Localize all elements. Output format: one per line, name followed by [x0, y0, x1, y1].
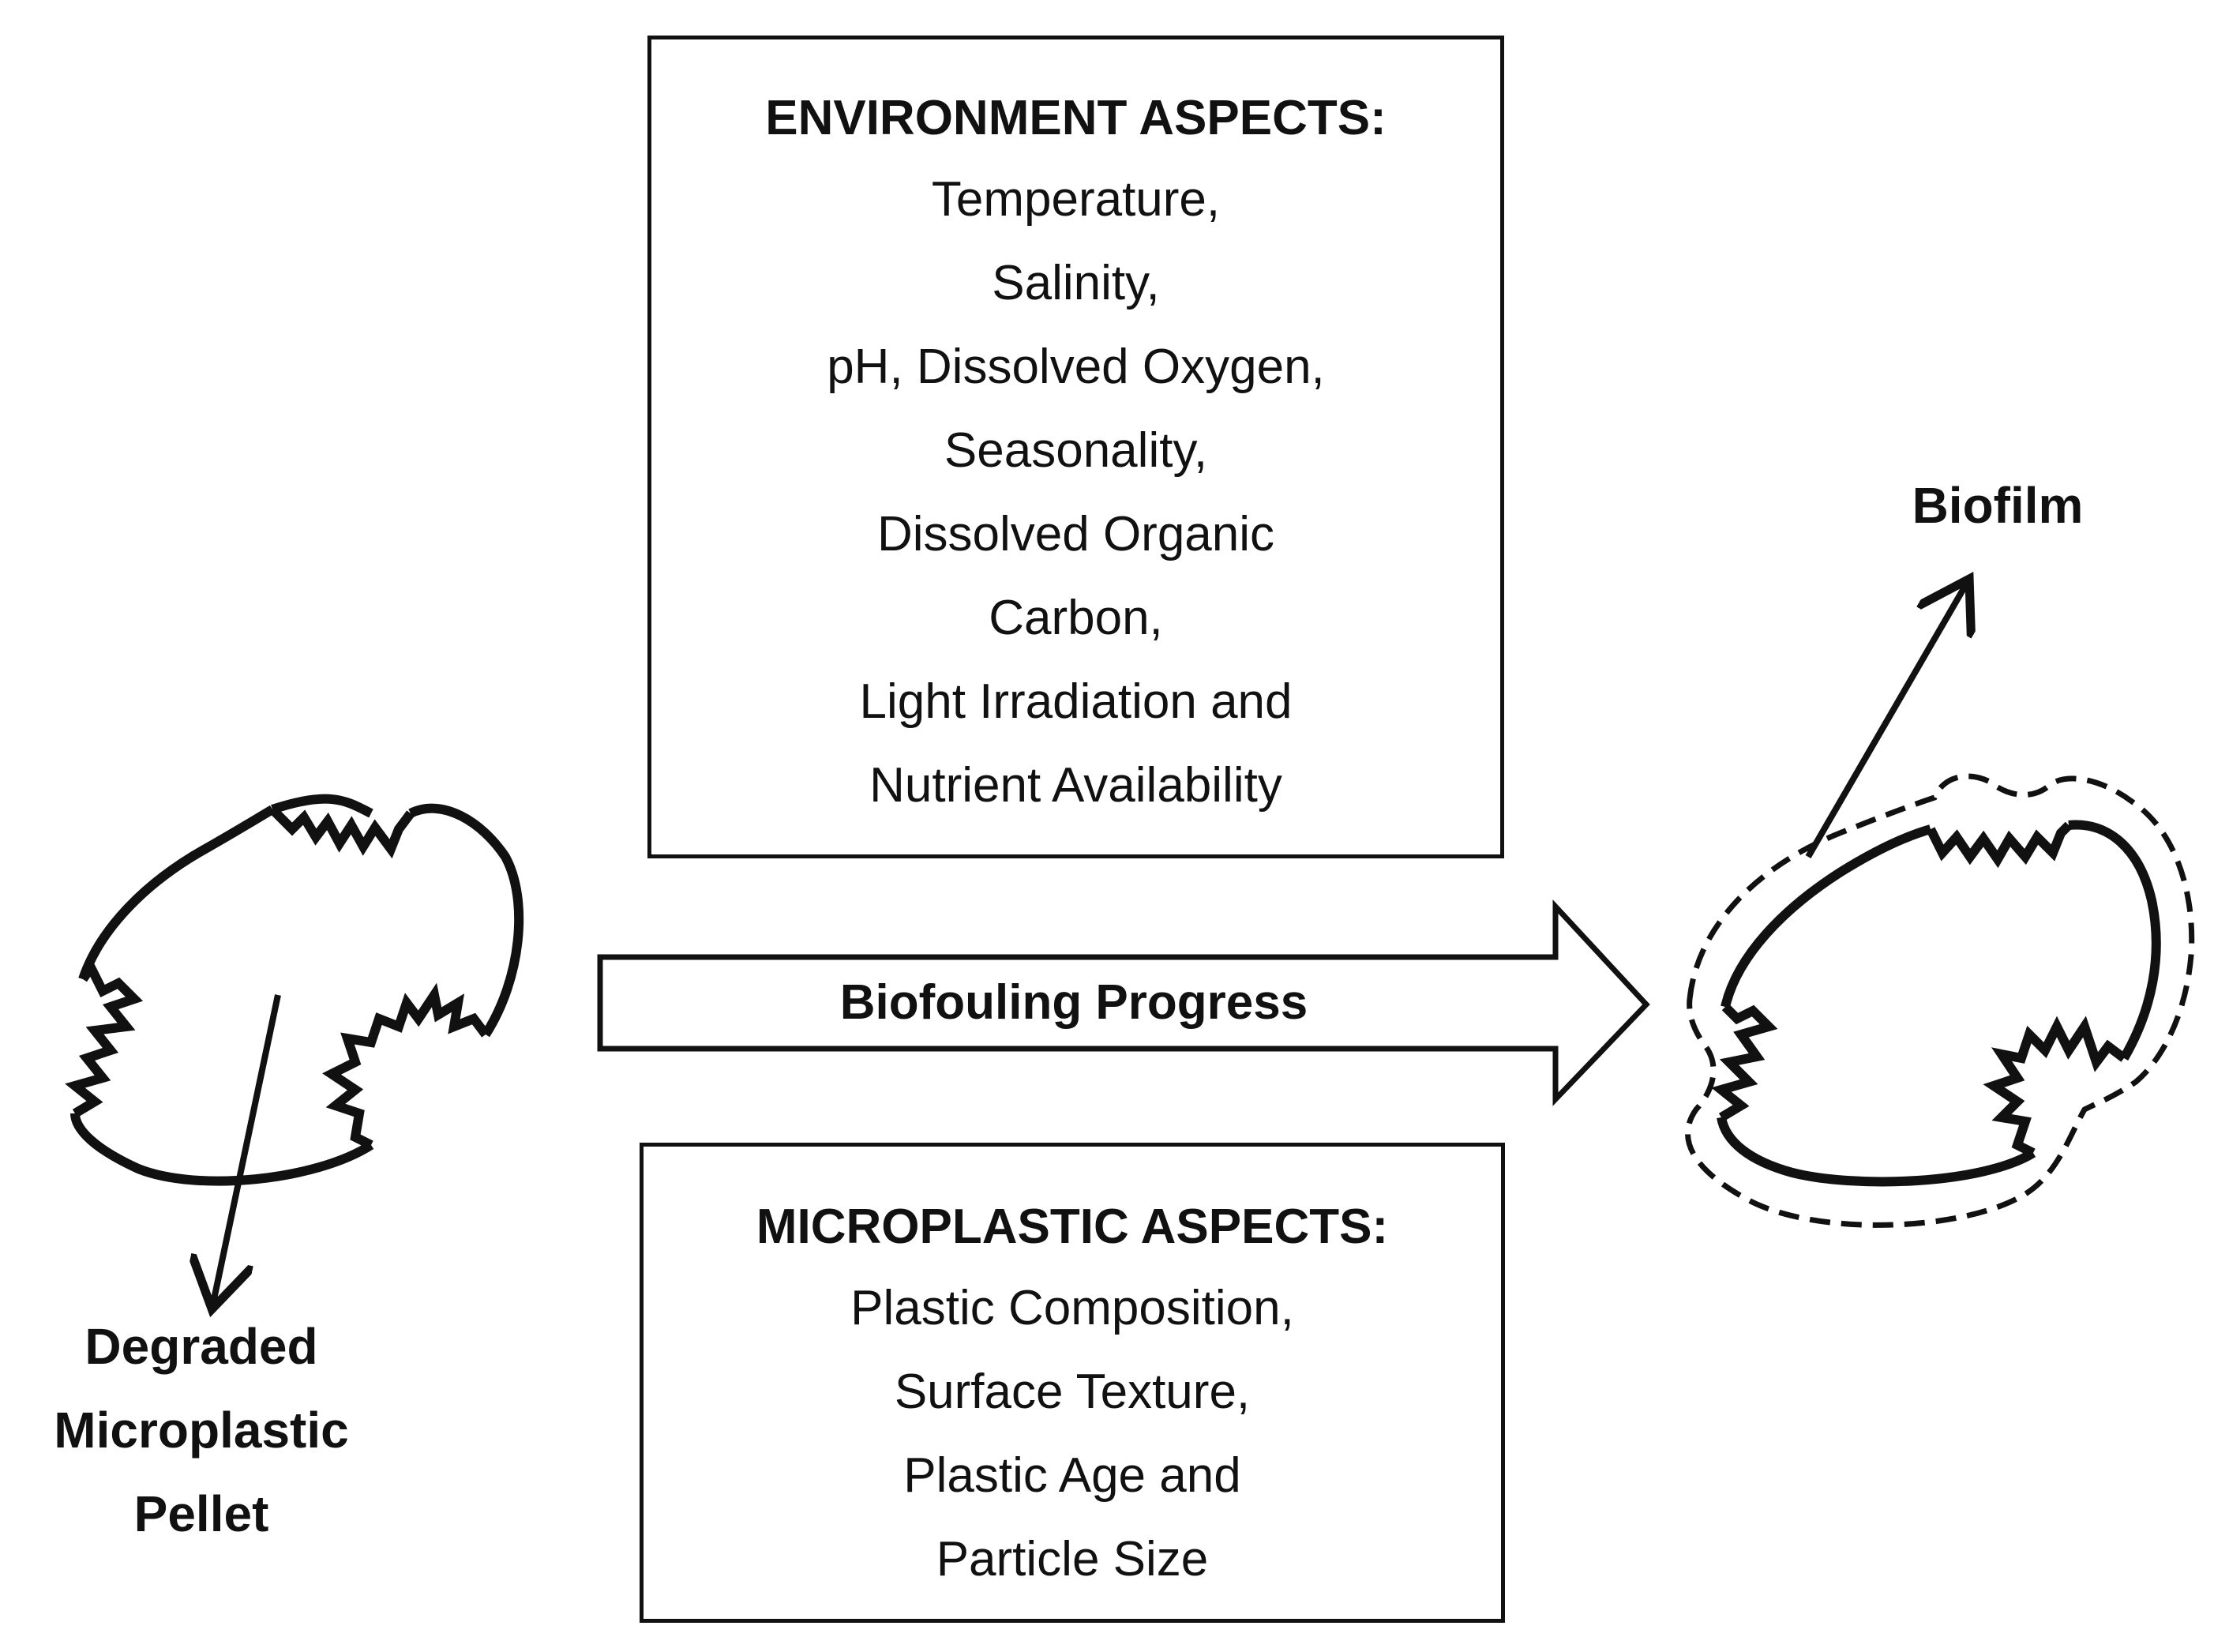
degraded-pellet-label-line: Pellet — [133, 1485, 269, 1542]
pellet-pointer-arrow — [213, 994, 281, 1303]
environment-aspects-box: ENVIRONMENT ASPECTS: Temperature, Salini… — [647, 36, 1504, 858]
environment-aspect-item: Seasonality, — [944, 422, 1208, 478]
environment-aspect-item: Temperature, — [931, 171, 1221, 227]
environment-aspect-item: pH, Dissolved Oxygen, — [827, 339, 1325, 394]
microplastic-aspect-item: Plastic Composition, — [850, 1280, 1294, 1335]
environment-aspect-item: Dissolved Organic — [876, 506, 1275, 561]
environment-aspect-item: Carbon, — [989, 590, 1163, 645]
biofilm-outline — [1685, 773, 2195, 1228]
environment-aspect-item: Light Irradiation and — [859, 674, 1293, 729]
progress-arrow-shape — [597, 899, 1650, 1106]
biofilm-label: Biofilm — [1912, 477, 2084, 534]
microplastic-aspect-item: Surface Texture, — [894, 1364, 1251, 1419]
fouled-pellet-shape — [1711, 820, 2161, 1187]
environment-aspects-title: ENVIRONMENT ASPECTS: — [765, 91, 1387, 145]
biofouling-progress-label: Biofouling Progress — [839, 975, 1308, 1030]
microplastic-aspect-item: Plastic Age and — [903, 1447, 1241, 1503]
microplastic-aspects-list: Plastic Composition, Surface Texture, Pl… — [644, 1267, 1501, 1601]
microplastic-aspects-title: MICROPLASTIC ASPECTS: — [756, 1200, 1389, 1254]
biofilm-pointer-arrow — [1805, 584, 1966, 859]
microplastic-aspects-box: MICROPLASTIC ASPECTS: Plastic Compositio… — [640, 1143, 1505, 1623]
microplastic-aspect-item: Particle Size — [936, 1531, 1209, 1586]
degraded-pellet-label: Degraded Microplastic Pellet — [0, 1305, 403, 1556]
degraded-pellet-shape — [65, 794, 524, 1186]
environment-aspect-item: Salinity, — [992, 255, 1160, 310]
environment-aspect-item: Nutrient Availability — [869, 757, 1282, 813]
degraded-pellet-label-line: Degraded — [84, 1318, 318, 1375]
environment-aspects-list: Temperature, Salinity, pH, Dissolved Oxy… — [651, 158, 1500, 828]
degraded-pellet-label-line: Microplastic — [54, 1402, 349, 1459]
